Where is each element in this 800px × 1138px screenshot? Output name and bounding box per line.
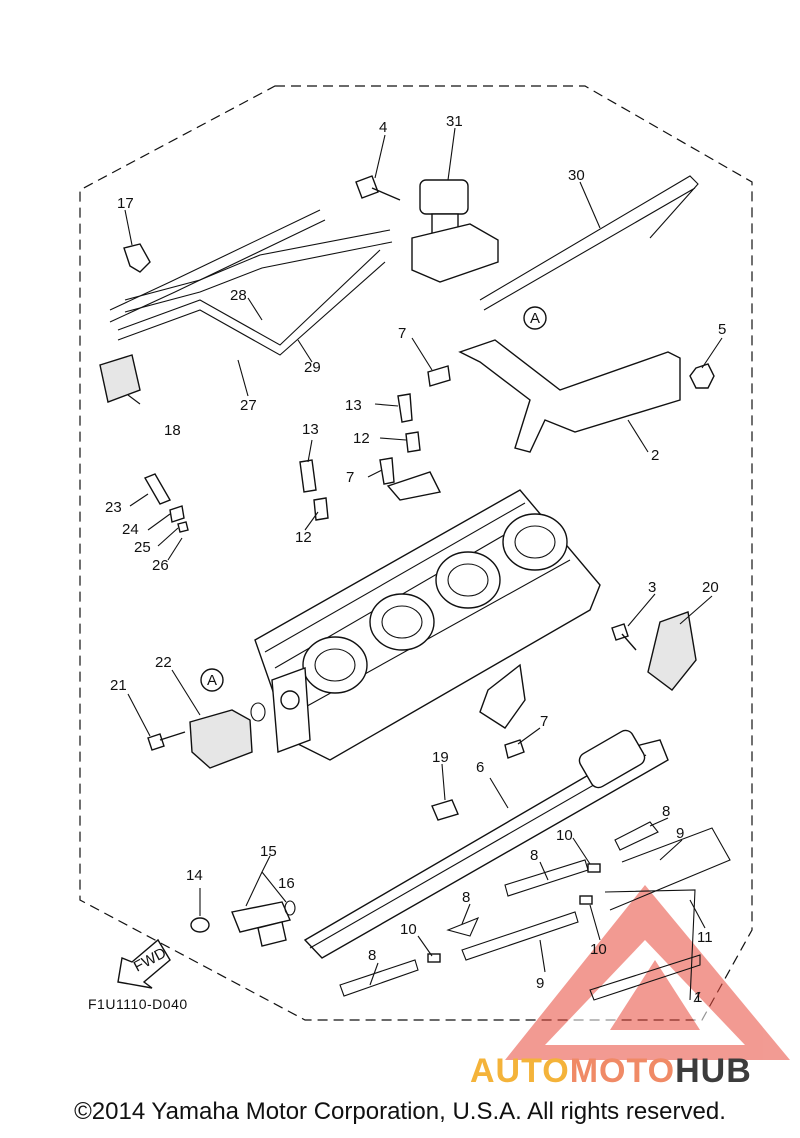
callout-18: 18	[164, 422, 181, 439]
callout-31: 31	[446, 113, 463, 130]
callout-13b: 13	[302, 421, 319, 438]
screw-7-lower	[504, 739, 525, 759]
callout-10b: 10	[400, 921, 417, 938]
throttle-position-sensor-22	[189, 709, 253, 769]
watermark-part-hub: HUB	[675, 1052, 752, 1090]
seal-16	[284, 900, 296, 916]
fuel-injector-15	[231, 901, 291, 947]
screw-3	[611, 623, 637, 651]
leader-lines	[124, 127, 723, 1003]
callout-12a: 12	[353, 430, 370, 447]
callout-10c: 10	[590, 941, 607, 958]
screw-21	[147, 731, 186, 751]
callout-7a: 7	[398, 325, 406, 342]
callout-4: 4	[379, 119, 387, 136]
callout-26: 26	[152, 557, 169, 574]
hose-clip-17	[123, 243, 151, 273]
o-ring	[250, 702, 266, 722]
callout-9b: 9	[536, 975, 544, 992]
callout-15: 15	[260, 843, 277, 860]
throttle-body-assembly	[254, 489, 601, 761]
watermark-text: AUTOMOTOHUB	[470, 1052, 752, 1091]
callout-17: 17	[117, 195, 134, 212]
bolt-4	[355, 175, 401, 201]
bracket-lower	[479, 663, 526, 729]
nut-5	[689, 363, 715, 389]
callout-29: 29	[304, 359, 321, 376]
watermark-logo-mark	[505, 885, 790, 1060]
callout-28: 28	[230, 287, 247, 304]
callout-24: 24	[122, 521, 139, 538]
callout-13a: 13	[345, 397, 362, 414]
callout-16: 16	[278, 875, 295, 892]
callout-14: 14	[186, 867, 203, 884]
hose-cap-18	[99, 354, 141, 403]
ref-a-upper: A	[530, 310, 540, 327]
callout-10a: 10	[556, 827, 573, 844]
callout-12b: 12	[295, 529, 312, 546]
watermark-part-auto: AUTO	[470, 1052, 570, 1090]
sensor-20	[647, 611, 697, 691]
fastener-set	[143, 365, 451, 533]
callout-11: 11	[697, 929, 713, 946]
callout-19: 19	[432, 749, 449, 766]
callout-8a: 8	[662, 803, 670, 820]
callout-27: 27	[240, 397, 257, 414]
callout-2: 2	[651, 447, 659, 464]
hose-set-upper	[109, 209, 393, 356]
pipe-30	[479, 175, 699, 311]
callout-9a: 9	[676, 825, 684, 842]
callout-30: 30	[568, 167, 585, 184]
grommet-14	[190, 917, 210, 933]
ref-a-lower: A	[207, 672, 217, 689]
callout-22: 22	[155, 654, 172, 671]
forward-direction-arrow: FWD	[117, 938, 171, 989]
callout-numbers: 4 31 30 17 5 7 28 29 27 18 13 12 13 7 2 …	[105, 113, 726, 1006]
callout-8c: 8	[462, 889, 470, 906]
callout-8b: 8	[530, 847, 538, 864]
watermark-part-moto: MOTO	[569, 1052, 676, 1090]
map-sensor-31	[411, 179, 499, 283]
callout-23: 23	[105, 499, 122, 516]
callout-7b: 7	[346, 469, 354, 486]
bracket-2	[458, 339, 681, 453]
callout-1: 1	[694, 989, 702, 1006]
callout-20: 20	[702, 579, 719, 596]
callout-25: 25	[134, 539, 151, 556]
callout-6: 6	[476, 759, 484, 776]
callout-7c: 7	[540, 713, 548, 730]
reference-marker-a-upper: A	[523, 306, 547, 330]
callout-5: 5	[718, 321, 726, 338]
callout-21: 21	[110, 677, 127, 694]
copyright-footer: ©2014 Yamaha Motor Corporation, U.S.A. A…	[74, 1098, 726, 1125]
bolt-19	[431, 799, 459, 821]
callout-3: 3	[648, 579, 656, 596]
reference-marker-a-lower: A	[200, 668, 224, 692]
drawing-code: F1U1110-D040	[88, 996, 188, 1012]
callout-8d: 8	[368, 947, 376, 964]
hose-set-lower	[339, 821, 731, 1001]
fuel-rail-6	[303, 729, 669, 959]
